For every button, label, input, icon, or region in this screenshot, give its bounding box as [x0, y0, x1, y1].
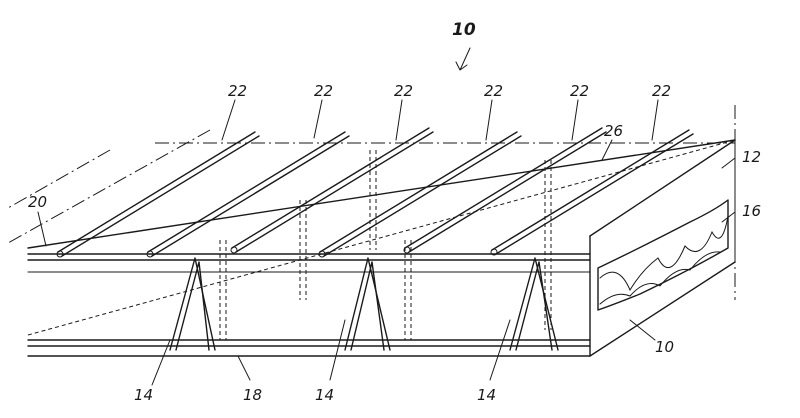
label-surface: 26	[604, 122, 623, 140]
leader-lines	[37, 99, 736, 386]
label-bar-6: 22	[652, 82, 671, 100]
label-side-face: 12	[742, 148, 761, 166]
insulation	[597, 199, 729, 311]
top-bars	[56, 127, 694, 258]
hidden-truss-lines	[219, 150, 552, 340]
label-bottom-bar: 18	[243, 386, 262, 404]
label-truss-3: 14	[477, 386, 496, 404]
figure-reference-arrow	[455, 47, 471, 71]
label-bar-3: 22	[394, 82, 413, 100]
label-bar-2: 22	[314, 82, 333, 100]
label-bar-1: 22	[228, 82, 247, 100]
figure-reference-label: 10	[452, 20, 476, 40]
truss-girders	[169, 257, 559, 351]
label-truss-1: 14	[134, 386, 153, 404]
label-bar-5: 22	[570, 82, 589, 100]
label-bar-4: 22	[484, 82, 503, 100]
label-truss-2: 14	[315, 386, 334, 404]
label-insulation: 16	[742, 202, 761, 220]
label-slab: 10	[655, 338, 674, 356]
label-edge-bar: 20	[28, 193, 47, 211]
